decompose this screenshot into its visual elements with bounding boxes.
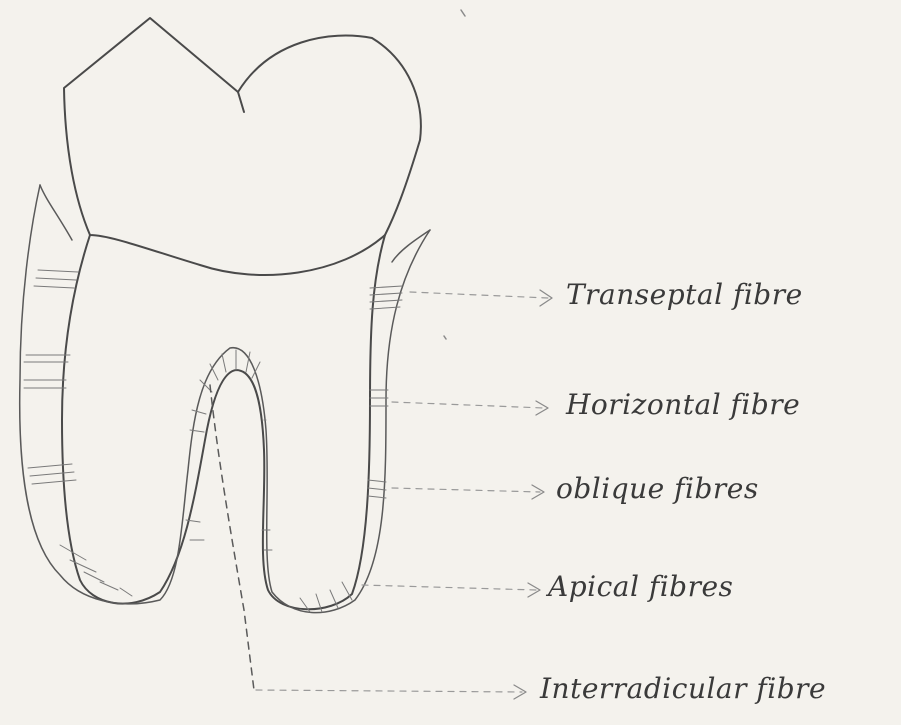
gingiva-left xyxy=(40,185,72,240)
leader-transeptal xyxy=(410,292,548,298)
arrow-heads xyxy=(514,290,552,699)
leader-apical xyxy=(362,585,536,590)
leader-interradicular xyxy=(256,690,522,692)
fibres-right xyxy=(300,286,402,612)
label-horizontal-fibre: Horizontal fibre xyxy=(566,388,800,421)
root-outline xyxy=(62,235,385,609)
crown-cleft xyxy=(238,92,244,112)
bone-outline xyxy=(20,185,430,613)
leader-horizontal xyxy=(392,402,544,408)
leader-lines xyxy=(256,292,548,692)
stray-marks xyxy=(444,10,465,339)
tooth-crown xyxy=(64,18,421,275)
leader-oblique xyxy=(392,488,540,492)
interradicular-guide xyxy=(210,385,254,690)
gingiva-right xyxy=(392,230,430,262)
label-apical-fibres: Apical fibres xyxy=(548,570,733,603)
label-oblique-fibres: oblique fibres xyxy=(556,472,759,505)
label-transeptal-fibre: Transeptal fibre xyxy=(566,278,803,311)
fibres-left xyxy=(24,270,132,596)
label-interradicular-fibre: Interradicular fibre xyxy=(540,672,826,705)
